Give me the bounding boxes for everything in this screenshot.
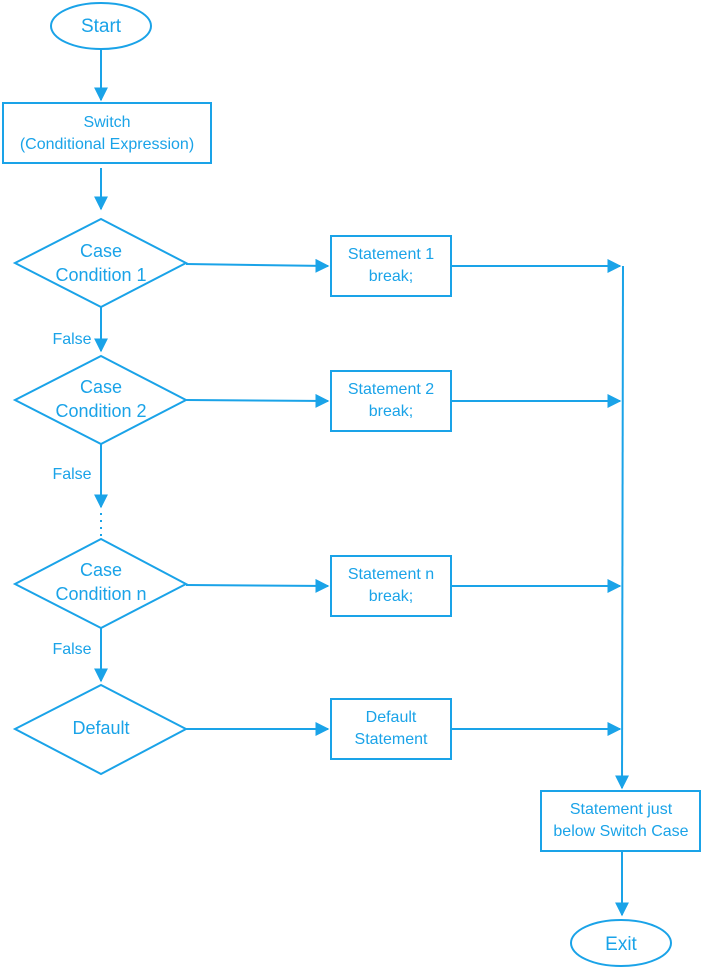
casen-label-line1: Case <box>80 560 122 580</box>
stmtn-label-line1: Statement n <box>348 566 434 583</box>
case2-label-line2: Condition 2 <box>55 401 146 421</box>
false-label-3: False <box>52 641 91 658</box>
switch-label-line1: Switch <box>83 114 130 131</box>
exit-node <box>570 919 672 967</box>
case1-label-line1: Case <box>80 241 122 261</box>
case1-decision <box>12 217 189 309</box>
switch-label-line2: (Conditional Expression) <box>20 136 194 153</box>
edge-casen-stmtn <box>185 578 330 593</box>
stmt1-label-line1: Statement 1 <box>348 246 434 263</box>
stmt1-node <box>330 235 452 297</box>
default-stmt-node <box>330 698 452 760</box>
default-stmt-label-line2: Statement <box>355 731 428 748</box>
stmtn-node <box>330 555 452 617</box>
default-label: Default <box>72 718 129 738</box>
below-switch-label-line1: Statement just <box>570 801 673 818</box>
case2-label-line1: Case <box>80 377 122 397</box>
edge-case2-stmt2 <box>185 393 330 408</box>
case1-label-line2: Condition 1 <box>55 265 146 285</box>
stmtn-label-line2: break; <box>369 588 413 605</box>
false-label-2: False <box>52 466 91 483</box>
stmt2-label-line1: Statement 2 <box>348 381 434 398</box>
switch-node <box>2 102 212 164</box>
edge-merge-below <box>615 265 630 790</box>
stmt2-node <box>330 370 452 432</box>
stmt2-label-line2: break; <box>369 403 413 420</box>
exit-label: Exit <box>605 934 637 955</box>
default-decision <box>12 683 189 776</box>
casen-label-line2: Condition n <box>55 584 146 604</box>
edge-case1-stmt1 <box>185 258 330 273</box>
below-switch-label-line2: below Switch Case <box>553 823 688 840</box>
below-switch-node <box>540 790 701 852</box>
default-stmt-label-line1: Default <box>366 709 417 726</box>
case2-decision <box>12 354 189 446</box>
stmt1-label-line2: break; <box>369 268 413 285</box>
false-label-1: False <box>52 331 91 348</box>
start-label: Start <box>81 16 122 37</box>
